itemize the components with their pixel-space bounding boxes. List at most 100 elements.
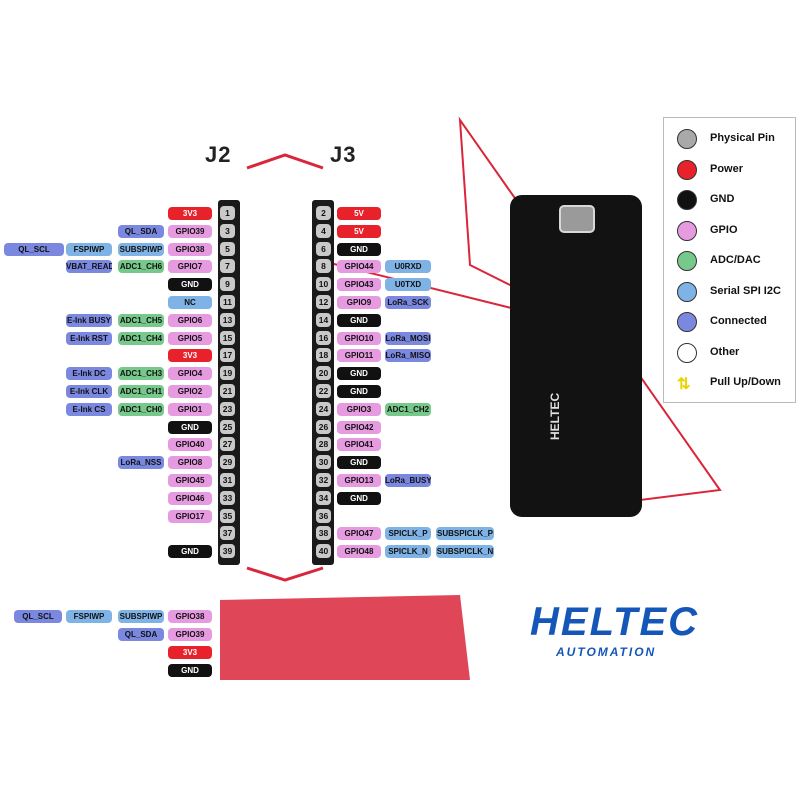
j2-pin-function: GPIO17: [168, 510, 212, 523]
j3-pin-alt-function: ADC1_CH2: [385, 403, 431, 416]
j2-pin-function: GPIO2: [168, 385, 212, 398]
j2-pin-function: GND: [168, 545, 212, 558]
j3-pin-number: 40: [316, 544, 331, 558]
legend-item: Serial SPI I2C: [664, 281, 795, 303]
legend-label: GND: [710, 193, 734, 205]
board-brand-text: HELTEC: [548, 393, 562, 440]
j3-pin-alt-function: SUBSPICLK_N: [436, 545, 494, 558]
j3-pin-number: 10: [316, 277, 331, 291]
j3-pin-number: 14: [316, 313, 331, 327]
expansion-pin-function: GND: [168, 664, 212, 677]
j2-pin-alt-function: VBAT_READ: [66, 260, 112, 273]
header-arrow-bottom: [247, 568, 323, 580]
expansion-pin-alt-function: QL_SCL: [14, 610, 62, 623]
j3-pin-number: 8: [316, 259, 331, 273]
j3-pin-function: GND: [337, 492, 381, 505]
j2-pin-alt-function: FSPIWP: [66, 243, 112, 256]
legend-label: Serial SPI I2C: [710, 285, 781, 297]
j3-pin-number: 24: [316, 402, 331, 416]
pull-arrows-icon: ⇅: [677, 374, 690, 394]
legend-label: Power: [710, 163, 743, 175]
j2-pin-number: 19: [220, 366, 235, 380]
j2-pin-alt-function: SUBSPIWP: [118, 243, 164, 256]
j2-pin-number: 1: [220, 206, 235, 220]
j2-pin-alt-function: ADC1_CH4: [118, 332, 164, 345]
j2-pin-alt-function: E-Ink DC: [66, 367, 112, 380]
legend-swatch: [677, 190, 697, 210]
j2-pin-alt-function: LoRa_NSS: [118, 456, 164, 469]
j2-pin-function: GND: [168, 421, 212, 434]
j2-pin-alt-function: E-Ink BUSY: [66, 314, 112, 327]
j3-pin-number: 34: [316, 491, 331, 505]
legend-label: Other: [710, 346, 739, 358]
j2-pin-function: GPIO40: [168, 438, 212, 451]
expansion-pin-alt-function: SUBSPIWP: [118, 610, 164, 623]
j2-pin-alt-function: ADC1_CH1: [118, 385, 164, 398]
j2-pin-function: GPIO4: [168, 367, 212, 380]
j2-pin-function: GPIO6: [168, 314, 212, 327]
j3-pin-number: 32: [316, 473, 331, 487]
j2-pin-alt-function: ADC1_CH6: [118, 260, 164, 273]
j3-pin-function: GND: [337, 243, 381, 256]
j3-pin-function: GPIO47: [337, 527, 381, 540]
j3-pin-alt-function: U0TXD: [385, 278, 431, 291]
legend-item: Connected: [664, 311, 795, 333]
j3-pin-number: 6: [316, 242, 331, 256]
legend-swatch: [677, 343, 697, 363]
j3-pin-function: GPIO11: [337, 349, 381, 362]
j2-pin-number: 7: [220, 259, 235, 273]
expansion-pin-function: GPIO39: [168, 628, 212, 641]
usb-c-port: [559, 205, 595, 233]
j3-pin-function: GND: [337, 367, 381, 380]
j3-pin-function: GND: [337, 314, 381, 327]
j2-pin-function: GPIO39: [168, 225, 212, 238]
legend-label: Physical Pin: [710, 132, 775, 144]
j3-pin-number: 12: [316, 295, 331, 309]
expansion-pin-function: GPIO38: [168, 610, 212, 623]
j2-pin-function: GND: [168, 278, 212, 291]
j2-pin-number: 5: [220, 242, 235, 256]
j2-pin-number: 21: [220, 384, 235, 398]
j2-pin-alt-function: QL_SCL: [4, 243, 64, 256]
j2-pin-alt-function: E-Ink CS: [66, 403, 112, 416]
j3-pin-function: GPIO41: [337, 438, 381, 451]
j3-pin-function: GND: [337, 385, 381, 398]
j2-pin-number: 27: [220, 437, 235, 451]
j3-pin-alt-function: LoRa_BUSY: [385, 474, 431, 487]
j3-pin-function: 5V: [337, 207, 381, 220]
j2-pin-function: NC: [168, 296, 212, 309]
legend-swatch: [677, 160, 697, 180]
j2-pin-alt-function: QL_SDA: [118, 225, 164, 238]
legend-item: Other: [664, 342, 795, 364]
header-arrow-top: [247, 155, 323, 168]
expansion-pin-alt-function: QL_SDA: [118, 628, 164, 641]
legend-label: Pull Up/Down: [710, 376, 781, 388]
legend-swatch: [677, 221, 697, 241]
j3-pin-number: 22: [316, 384, 331, 398]
j3-pin-number: 4: [316, 224, 331, 238]
legend-swatch: [677, 312, 697, 332]
j3-pin-function: GPIO43: [337, 278, 381, 291]
j3-pin-function: GPIO48: [337, 545, 381, 558]
j3-pin-alt-function: SPICLK_N: [385, 545, 431, 558]
legend: Physical PinPowerGNDGPIOADC/DACSerial SP…: [663, 117, 796, 403]
j3-pin-function: 5V: [337, 225, 381, 238]
j2-pin-function: GPIO46: [168, 492, 212, 505]
j2-pin-number: 9: [220, 277, 235, 291]
j2-pin-number: 31: [220, 473, 235, 487]
j2-pin-number: 35: [220, 509, 235, 523]
j2-pin-number: 33: [220, 491, 235, 505]
legend-item: Physical Pin: [664, 128, 795, 150]
j3-pin-function: GPIO13: [337, 474, 381, 487]
j2-pin-alt-function: E-Ink RST: [66, 332, 112, 345]
j2-pin-function: GPIO38: [168, 243, 212, 256]
j2-pin-alt-function: ADC1_CH0: [118, 403, 164, 416]
j3-pin-number: 2: [316, 206, 331, 220]
j2-pin-number: 3: [220, 224, 235, 238]
j2-pin-number: 29: [220, 455, 235, 469]
j3-pin-function: GND: [337, 456, 381, 469]
j2-header-label: J2: [205, 142, 231, 168]
j2-pin-function: 3V3: [168, 207, 212, 220]
j2-pin-function: GPIO45: [168, 474, 212, 487]
j2-pin-number: 23: [220, 402, 235, 416]
